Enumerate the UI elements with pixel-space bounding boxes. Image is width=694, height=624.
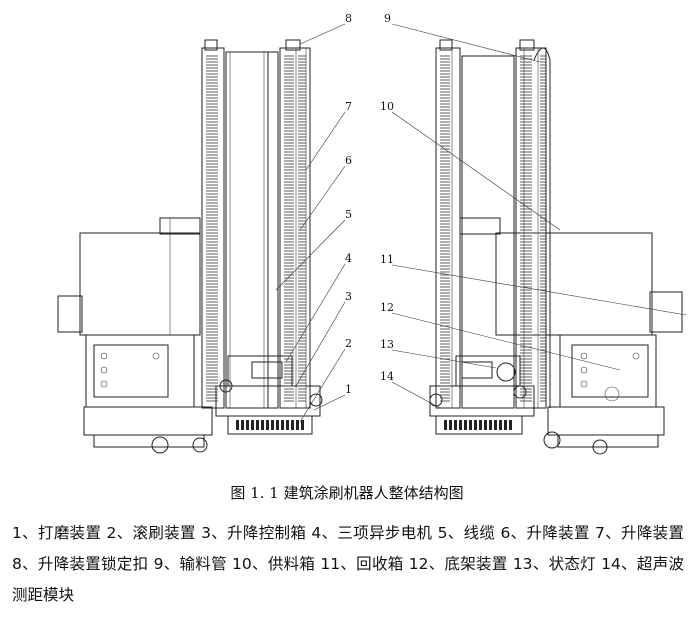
callout-5: 5 bbox=[345, 208, 352, 221]
callout-numbers: 8 9 7 10 6 5 4 11 3 12 2 13 1 14 bbox=[345, 12, 394, 396]
roller-bristle bbox=[251, 420, 254, 430]
callout-4: 4 bbox=[345, 252, 352, 265]
callout-8: 8 bbox=[345, 12, 352, 25]
callout-7: 7 bbox=[345, 100, 352, 113]
robot-structure-diagram: 8 9 7 10 6 5 4 11 3 12 2 13 1 14 bbox=[57, 12, 687, 455]
roller-bristle bbox=[296, 420, 299, 430]
roller-bristle bbox=[469, 420, 472, 430]
roller-bristle bbox=[266, 420, 269, 430]
roller-bristle bbox=[281, 420, 284, 430]
roller-bristle bbox=[479, 420, 482, 430]
roller-bristle bbox=[454, 420, 457, 430]
callout-13: 13 bbox=[380, 338, 394, 351]
roller-bristle bbox=[449, 420, 452, 430]
callout-11: 11 bbox=[380, 253, 394, 266]
callout-3: 3 bbox=[345, 290, 352, 303]
roller-bristle bbox=[489, 420, 492, 430]
callout-6: 6 bbox=[345, 154, 352, 167]
roller-bristle bbox=[509, 420, 512, 430]
roller-bristle bbox=[276, 420, 279, 430]
roller-bristle bbox=[504, 420, 507, 430]
callout-14: 14 bbox=[380, 370, 394, 383]
roller-bristle bbox=[459, 420, 462, 430]
figure-caption: 图 1. 1 建筑涂刷机器人整体结构图 bbox=[230, 484, 464, 502]
callout-10: 10 bbox=[380, 100, 394, 113]
roller-bristle bbox=[271, 420, 274, 430]
callout-9: 9 bbox=[384, 12, 391, 25]
roller-bristle bbox=[464, 420, 467, 430]
left-view bbox=[57, 39, 323, 454]
figure-legend: 1、打磨装置 2、滚刷装置 3、升降控制箱 4、三项异步电机 5、线缆 6、升降… bbox=[12, 524, 684, 604]
roller-bristle bbox=[246, 420, 249, 430]
callout-2: 2 bbox=[345, 337, 352, 350]
callout-1: 1 bbox=[345, 383, 352, 396]
right-view bbox=[429, 39, 683, 455]
roller-bristle bbox=[261, 420, 264, 430]
roller-bristle bbox=[474, 420, 477, 430]
roller-bristle bbox=[484, 420, 487, 430]
roller-bristle bbox=[499, 420, 502, 430]
roller-bristle bbox=[286, 420, 289, 430]
roller-bristle bbox=[241, 420, 244, 430]
roller-bristle bbox=[301, 420, 304, 430]
roller-bristle bbox=[256, 420, 259, 430]
roller-bristle bbox=[494, 420, 497, 430]
callout-12: 12 bbox=[380, 301, 394, 314]
roller-bristle bbox=[236, 420, 239, 430]
roller-bristle bbox=[291, 420, 294, 430]
roller-bristle bbox=[444, 420, 447, 430]
